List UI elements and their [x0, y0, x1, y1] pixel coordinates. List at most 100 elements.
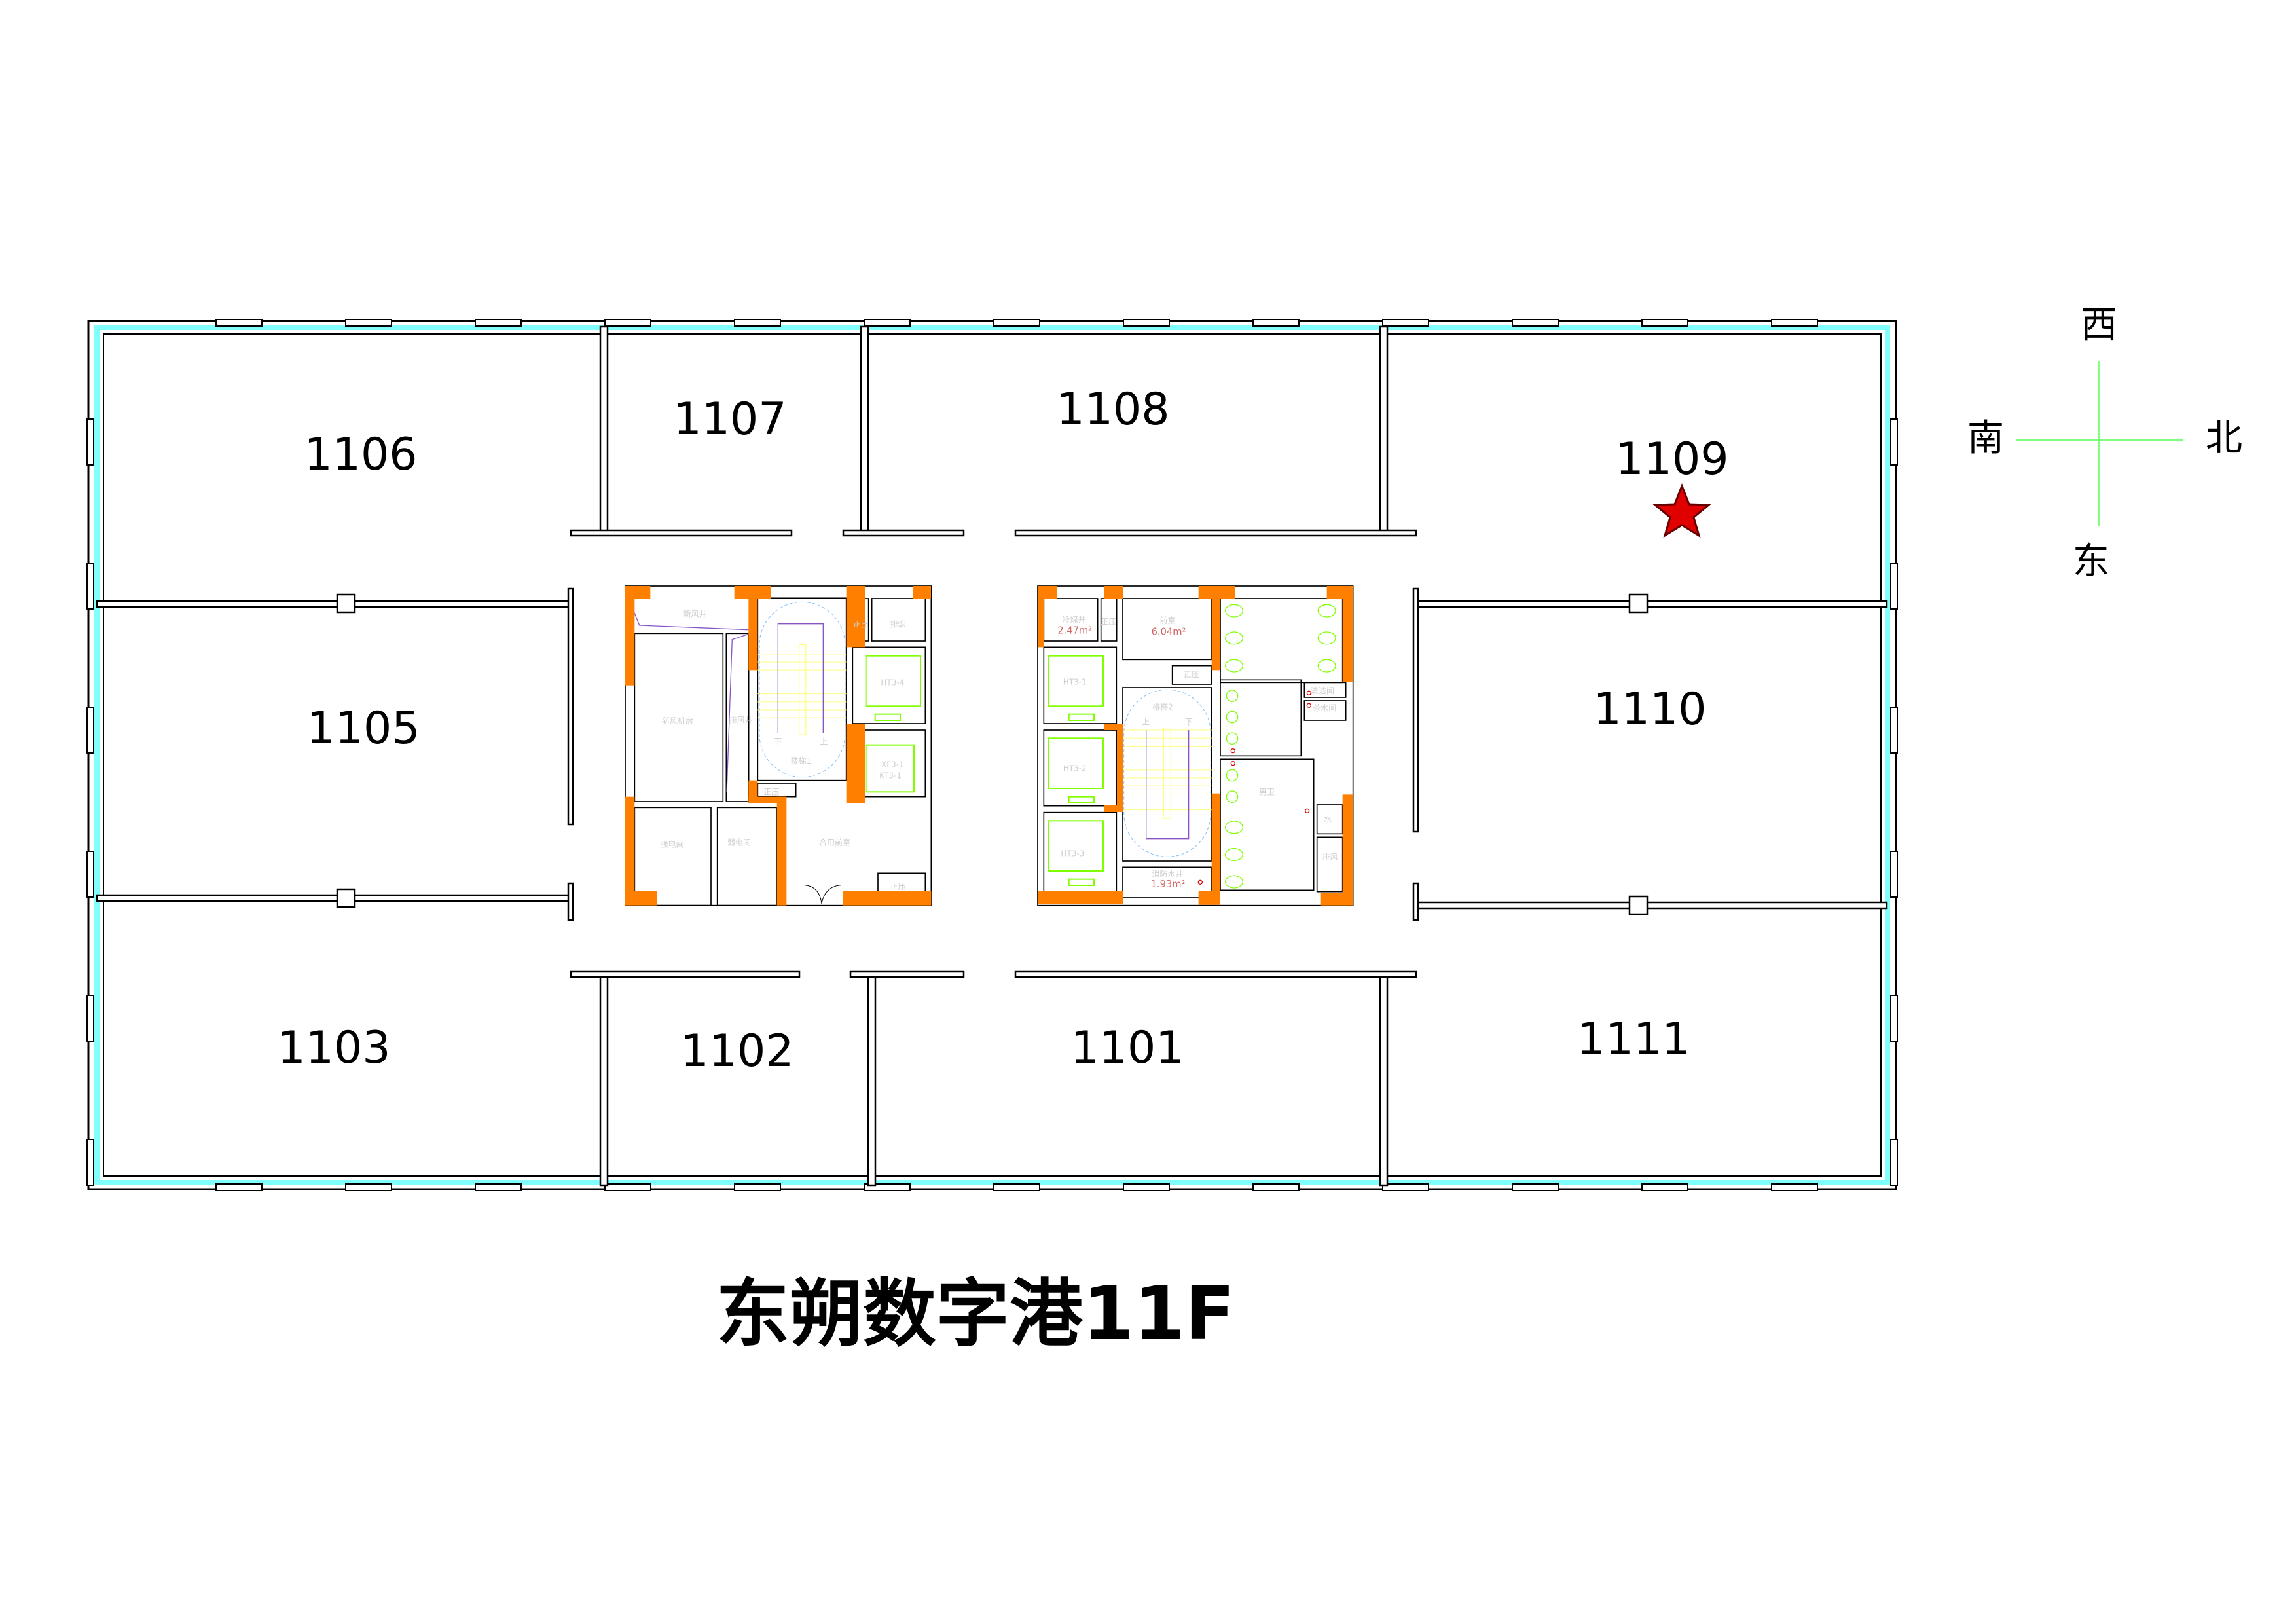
window-mark [864, 319, 911, 327]
label-pressure: 正压 [1184, 670, 1199, 679]
window-mark [1641, 1183, 1688, 1191]
urinal-icon [1226, 710, 1239, 724]
label-refrigerant: 冷媒井 [1063, 615, 1086, 624]
toilet-icon [1317, 659, 1336, 673]
label-pressure: 正压 [1101, 617, 1116, 626]
compass: 西 南 北 东 [1967, 304, 2242, 583]
window-mark [604, 1183, 651, 1191]
label-up: 上 [1142, 718, 1150, 727]
compass-west: 西 [2081, 304, 2117, 346]
compass-north: 北 [2206, 417, 2242, 460]
window-mark [1123, 1183, 1170, 1191]
label-stair-2: 楼梯2 [1152, 701, 1173, 711]
window-mark [475, 1183, 522, 1191]
label-elevator-ht3-2: HT3-2 [1063, 764, 1087, 773]
urinal-icon [1226, 790, 1239, 803]
label-weak-elec: 弱电间 [727, 838, 751, 847]
toilet-icon [1317, 604, 1336, 618]
label-elevator-ht3-3: HT3-3 [1061, 849, 1084, 858]
floor-drain-icon [1304, 808, 1310, 813]
urinal-icon [1226, 732, 1239, 745]
label-elevator-ht3-4: HT3-4 [881, 678, 904, 688]
window-mark [1512, 319, 1559, 327]
label-fresh-air-shaft: 新风井 [683, 609, 707, 619]
page-title: 东朔数字港11F [716, 1272, 1235, 1357]
toilet-icon [1317, 631, 1336, 645]
area-anteroom: 6.04m² [1152, 626, 1186, 637]
window-mark [1771, 1183, 1818, 1191]
room-1106: 1106 [304, 429, 417, 481]
window-mark [475, 319, 522, 327]
label-cleaning: 清洁间 [1311, 686, 1334, 695]
core-right: 冷媒井 2.47m² 正压 前室 6.04m² 正压 HT3-1 HT3-2 H… [1037, 585, 1354, 906]
room-1108: 1108 [1056, 384, 1169, 435]
room-1102: 1102 [680, 1025, 793, 1077]
window-mark [345, 1183, 392, 1191]
window-mark [734, 319, 781, 327]
window-mark [1890, 563, 1898, 610]
room-1101: 1101 [1070, 1022, 1184, 1074]
partitions [96, 325, 1888, 1187]
floor-drain-icon [1306, 690, 1311, 695]
label-up: 上 [820, 737, 828, 747]
toilet-icon [1224, 847, 1243, 861]
room-1110: 1110 [1593, 684, 1706, 735]
window-mark [1252, 1183, 1300, 1191]
window-mark [734, 1183, 781, 1191]
window-mark [1771, 319, 1818, 327]
area-refrigerant: 2.47m² [1057, 625, 1092, 636]
window-mark [1382, 319, 1429, 327]
label-elevator-kt3-1: KT3-1 [879, 771, 902, 780]
floor-drain-icon [1306, 703, 1311, 708]
room-1107: 1107 [673, 394, 786, 445]
window-mark [86, 418, 94, 466]
compass-east: 东 [2073, 540, 2109, 583]
floor-drain-icon [1230, 748, 1235, 754]
window-mark [1123, 319, 1170, 327]
window-mark [993, 1183, 1040, 1191]
label-elevator-xf3-1: XF3-1 [881, 760, 904, 769]
room-labels: 1106 1107 1108 1109 1105 1110 1103 1102 … [277, 384, 1728, 1077]
floor-drain-icon [1230, 760, 1235, 766]
toilet-icon [1224, 631, 1243, 645]
label-smoke: 排烟 [890, 619, 906, 629]
label-strong-elec: 强电间 [661, 840, 684, 849]
window-mark [345, 319, 392, 327]
label-fresh-air-room: 新风机房 [662, 716, 693, 726]
window-mark [86, 707, 94, 754]
label-pressure: 正压 [763, 787, 779, 796]
window-mark [1512, 1183, 1559, 1191]
room-1103: 1103 [277, 1022, 390, 1074]
window-mark [215, 319, 263, 327]
compass-south: 南 [1967, 417, 2004, 460]
window-mark [1890, 707, 1898, 754]
label-exhaust: 排风 [1322, 853, 1338, 862]
label-water: 水 [1324, 815, 1332, 824]
label-down: 下 [1185, 718, 1193, 727]
label-anteroom: 前室 [1159, 616, 1175, 625]
room-1105: 1105 [306, 703, 420, 754]
toilet-icon [1224, 659, 1243, 673]
window-mark [86, 995, 94, 1042]
urinal-icon [1226, 769, 1239, 782]
room-1111: 1111 [1576, 1014, 1690, 1065]
window-mark [1890, 1139, 1898, 1186]
window-mark [1252, 319, 1300, 327]
urinal-icon [1226, 690, 1239, 702]
label-exhaust-shaft: 排风井 [729, 715, 753, 724]
window-mark [604, 319, 651, 327]
window-mark [1890, 418, 1898, 466]
area-fire-water: 1.93m² [1151, 879, 1186, 890]
label-pressure: 正压 [853, 619, 869, 629]
label-lobby: 合用前室 [819, 838, 850, 847]
label-stair-1: 楼梯1 [791, 756, 812, 766]
window-mark [864, 1183, 911, 1191]
core-left: 新风井 新风机房 排风井 正压 排烟 HT3-4 XF3-1 KT3-1 楼梯1… [625, 585, 932, 906]
window-mark [86, 851, 94, 898]
window-mark [1890, 851, 1898, 898]
floor-drain-icon [1197, 879, 1203, 885]
label-pressure: 正压 [890, 881, 906, 891]
toilet-icon [1224, 821, 1243, 834]
toilet-icon [1224, 875, 1243, 889]
